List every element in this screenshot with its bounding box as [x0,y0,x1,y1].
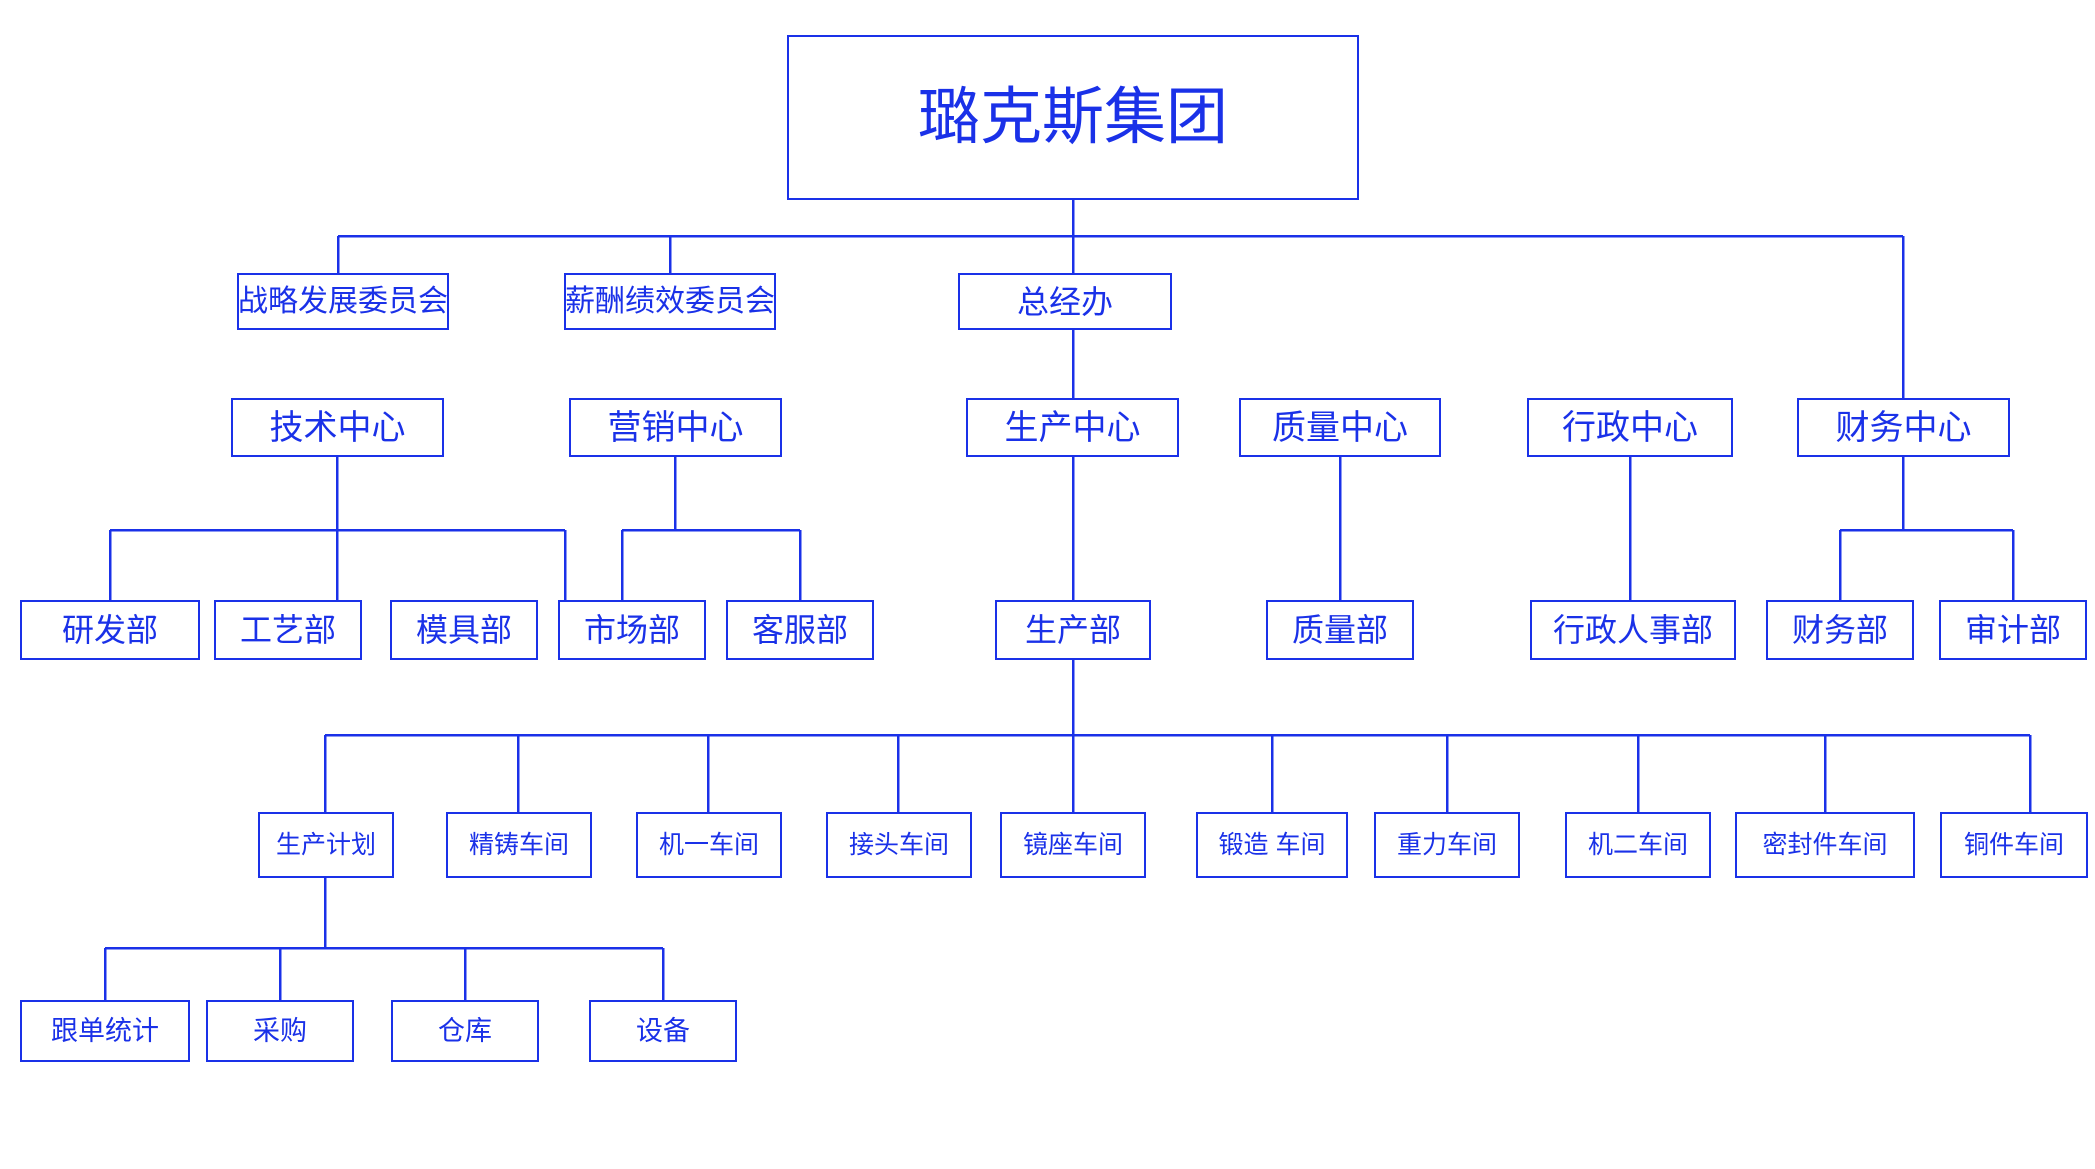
node-workshop-production-plan-label: 生产计划 [275,830,376,859]
node-dept-market-label: 市场部 [583,612,680,648]
node-root-company-label: 璐克斯集团 [917,82,1228,152]
node-workshop-joint[interactable]: 接头车间 [826,812,972,878]
node-subunit-purchasing-label: 采购 [253,1015,307,1046]
node-dept-finance[interactable]: 财务部 [1766,600,1914,660]
node-dept-audit-label: 审计部 [1964,612,2061,648]
node-dept-production-label: 生产部 [1024,612,1121,648]
node-root-company[interactable]: 璐克斯集团 [787,35,1359,200]
node-center-finance-label: 财务中心 [1835,408,1972,447]
node-workshop-machining-one[interactable]: 机一车间 [636,812,782,878]
node-dept-quality[interactable]: 质量部 [1266,600,1414,660]
node-workshop-forging-label: 锻造 车间 [1218,830,1326,859]
node-dept-rnd[interactable]: 研发部 [20,600,200,660]
node-dept-mold-label: 模具部 [415,612,512,648]
node-committee-strategy-label: 战略发展委员会 [238,284,448,318]
node-dept-production[interactable]: 生产部 [995,600,1151,660]
node-workshop-copper-parts[interactable]: 铜件车间 [1940,812,2088,878]
node-dept-market[interactable]: 市场部 [558,600,706,660]
node-subunit-warehouse[interactable]: 仓库 [391,1000,539,1062]
node-center-marketing[interactable]: 营销中心 [569,398,782,457]
node-workshop-machining-two[interactable]: 机二车间 [1565,812,1711,878]
node-subunit-purchasing[interactable]: 采购 [206,1000,354,1062]
node-workshop-precision-casting[interactable]: 精铸车间 [446,812,592,878]
node-workshop-gravity[interactable]: 重力车间 [1374,812,1520,878]
node-workshop-mirror-base-label: 镜座车间 [1022,830,1123,859]
node-dept-quality-label: 质量部 [1291,612,1388,648]
node-center-technology[interactable]: 技术中心 [231,398,444,457]
node-workshop-machining-one-label: 机一车间 [658,830,759,859]
node-dept-customer-service-label: 客服部 [751,612,848,648]
node-center-quality[interactable]: 质量中心 [1239,398,1441,457]
node-center-production[interactable]: 生产中心 [966,398,1179,457]
node-subunit-order-statistics-label: 跟单统计 [51,1015,159,1046]
node-center-admin-label: 行政中心 [1562,408,1698,447]
node-dept-mold[interactable]: 模具部 [390,600,538,660]
node-workshop-seals[interactable]: 密封件车间 [1735,812,1915,878]
node-dept-process[interactable]: 工艺部 [214,600,362,660]
node-workshop-forging[interactable]: 锻造 车间 [1196,812,1348,878]
node-subunit-warehouse-label: 仓库 [438,1015,492,1046]
node-dept-admin-hr-label: 行政人事部 [1552,612,1713,648]
node-center-technology-label: 技术中心 [269,408,406,447]
node-workshop-production-plan[interactable]: 生产计划 [258,812,394,878]
node-dept-rnd-label: 研发部 [61,612,158,648]
node-subunit-equipment[interactable]: 设备 [589,1000,737,1062]
node-workshop-mirror-base[interactable]: 镜座车间 [1000,812,1146,878]
node-dept-audit[interactable]: 审计部 [1939,600,2087,660]
node-workshop-copper-parts-label: 铜件车间 [1963,830,2064,859]
node-workshop-precision-casting-label: 精铸车间 [468,830,569,859]
node-center-quality-label: 质量中心 [1272,408,1408,447]
node-subunit-equipment-label: 设备 [636,1015,690,1046]
node-dept-process-label: 工艺部 [239,612,336,648]
node-center-production-label: 生产中心 [1004,408,1141,447]
node-workshop-seals-label: 密封件车间 [1762,830,1888,859]
node-dept-admin-hr[interactable]: 行政人事部 [1530,600,1736,660]
node-workshop-gravity-label: 重力车间 [1396,830,1497,859]
node-gm-office[interactable]: 总经办 [958,273,1172,330]
node-center-admin[interactable]: 行政中心 [1527,398,1733,457]
node-committee-compensation[interactable]: 薪酬绩效委员会 [564,273,776,330]
node-dept-finance-label: 财务部 [1791,612,1888,648]
node-gm-office-label: 总经办 [1016,283,1113,320]
node-workshop-machining-two-label: 机二车间 [1587,830,1688,859]
node-committee-strategy[interactable]: 战略发展委员会 [237,273,449,330]
node-committee-compensation-label: 薪酬绩效委员会 [565,284,775,318]
node-center-marketing-label: 营销中心 [607,408,744,447]
node-subunit-order-statistics[interactable]: 跟单统计 [20,1000,190,1062]
node-workshop-joint-label: 接头车间 [848,830,949,859]
node-center-finance[interactable]: 财务中心 [1797,398,2010,457]
node-dept-customer-service[interactable]: 客服部 [726,600,874,660]
